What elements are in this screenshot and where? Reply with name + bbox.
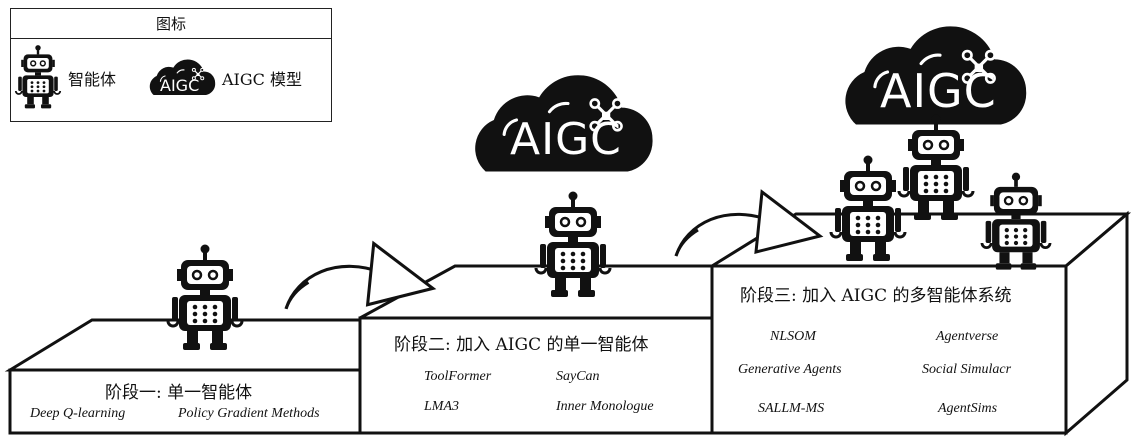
- cloud-label: AIGC: [510, 114, 622, 165]
- legend-aigc-label: AIGC 模型: [222, 70, 302, 89]
- stage-1-block: [4, 318, 372, 435]
- stage-2-method: LMA3: [424, 399, 459, 414]
- cloud-label: AIGC: [880, 64, 997, 118]
- legend: 图标: [10, 8, 332, 122]
- stage-3-method: Agentverse: [936, 329, 999, 344]
- legend-agent-label: 智能体: [68, 70, 117, 89]
- stage-3-method: NLSOM: [770, 329, 816, 344]
- stage-3-method: SALLM-MS: [758, 401, 825, 416]
- cloud-label: AIGC: [160, 76, 200, 95]
- stage-2-method: ToolFormer: [424, 369, 492, 384]
- stage-1-method: Deep Q-learning: [30, 406, 126, 421]
- stage-2-block: [358, 264, 722, 435]
- stage-3-method: AgentSims: [938, 401, 998, 416]
- stage-3-method: Social Simulacr: [922, 362, 1012, 377]
- stage-1-title: 阶段一: 单一智能体: [105, 383, 253, 403]
- stage-3-title: 阶段三: 加入 AIGC 的多智能体系统: [740, 286, 1012, 306]
- stage-2-title: 阶段二: 加入 AIGC 的单一智能体: [394, 335, 649, 355]
- stage-2-method: SayCan: [556, 369, 600, 384]
- stage-1-method: Policy Gradient Methods: [178, 406, 320, 421]
- robot-icon: [897, 112, 975, 222]
- stage-2-method: Inner Monologue: [556, 399, 654, 414]
- stage-3-method: Generative Agents: [738, 362, 842, 377]
- legend-title: 图标: [11, 9, 331, 39]
